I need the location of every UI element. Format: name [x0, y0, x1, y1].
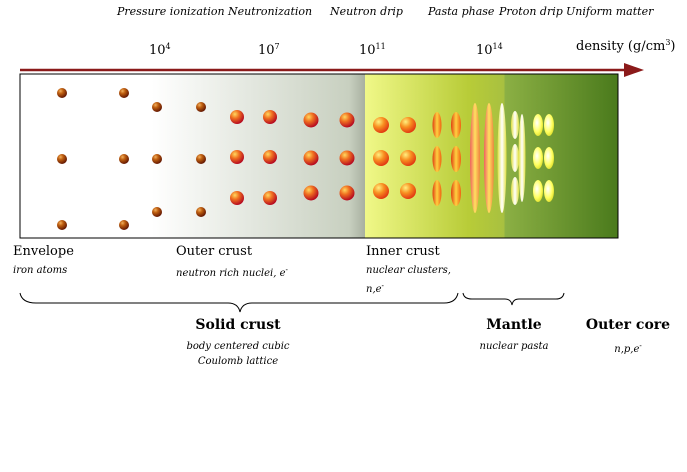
inner-crust-desc-line1: nuclear clusters,	[366, 265, 451, 276]
envelope-title: Envelope	[13, 244, 74, 259]
density-arrow	[20, 63, 644, 77]
inner-crust-desc-line2: n,e-	[366, 282, 384, 295]
nuclei-lattice	[57, 88, 416, 230]
outer-core-title: Outer core	[585, 317, 671, 333]
density-tick-1e11: 1011	[359, 42, 386, 58]
solid-crust-brace	[19, 292, 459, 313]
nuclear-pasta-shapes	[432, 103, 554, 213]
outer-crust-desc: neutron rich nuclei, e-	[176, 266, 288, 279]
phase-label-neutronization: Neutronization	[228, 5, 313, 18]
density-axis-label: density (g/cm3)	[576, 38, 676, 54]
mantle-title: Mantle	[486, 317, 542, 333]
outer-crust-title: Outer crust	[176, 244, 253, 259]
solid-crust-title: Solid crust	[195, 317, 281, 333]
phase-label-pasta-phase: Pasta phase	[428, 5, 495, 18]
density-tick-1e7: 107	[258, 42, 280, 58]
density-tick-1e14: 1014	[476, 42, 503, 58]
density-tick-1e4: 104	[149, 42, 171, 58]
outer-core-desc: n,p,e-	[614, 342, 642, 355]
phase-label-proton-drip: Proton drip	[499, 5, 563, 18]
inner-crust-title: Inner crust	[366, 244, 440, 259]
mantle-desc: nuclear pasta	[479, 341, 549, 352]
solid-crust-desc-line1: body centered cubic	[186, 341, 290, 352]
phase-label-uniform-matter: Uniform matter	[566, 5, 654, 18]
solid-crust-desc-line2: Coulomb lattice	[197, 356, 279, 367]
phase-label-pressure-ionization: Pressure ionization	[117, 5, 225, 18]
envelope-desc: iron atoms	[13, 265, 68, 276]
density-layers-box	[19, 73, 619, 239]
phase-label-neutron-drip: Neutron drip	[330, 5, 403, 18]
mantle-brace	[462, 292, 565, 306]
